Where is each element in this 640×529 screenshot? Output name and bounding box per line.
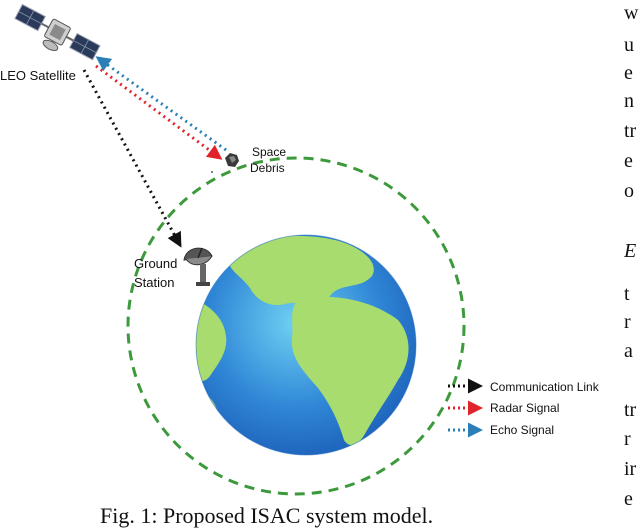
body-fragment: tr	[624, 120, 637, 142]
earth-globe	[195, 234, 417, 456]
body-text-column: w u e n tr e o E t r a tr r ir e	[624, 0, 640, 519]
satellite-icon	[14, 3, 101, 61]
body-fragment: r	[624, 311, 631, 333]
body-fragment: a	[624, 340, 633, 362]
ground-label-line1: Ground	[134, 256, 177, 271]
body-fragment: E	[624, 240, 637, 262]
legend-comm-label: Communication Link	[490, 380, 600, 394]
echo-signal	[95, 56, 227, 152]
legend-radar-label: Radar Signal	[490, 401, 559, 415]
communication-link	[82, 69, 182, 248]
body-fragment: tr	[624, 399, 637, 421]
radar-signal	[95, 64, 223, 160]
legend: Communication Link Radar Signal Echo Sig…	[448, 378, 600, 438]
figure-caption: Fig. 1: Proposed ISAC system model.	[100, 503, 434, 528]
body-fragment: r	[624, 428, 631, 450]
satellite-label: LEO Satellite	[0, 68, 76, 83]
body-fragment: ir	[624, 458, 637, 480]
body-fragment: e	[624, 488, 633, 510]
ground-label-line2: Station	[134, 275, 174, 290]
body-fragment: w	[624, 2, 639, 24]
body-fragment: o	[624, 180, 634, 202]
debris-label-line1: Space	[252, 145, 286, 159]
orbit-ring	[126, 156, 466, 496]
body-fragment: e	[624, 150, 633, 172]
body-fragment: n	[624, 90, 634, 112]
body-fragment: u	[624, 34, 634, 56]
body-fragment: t	[624, 283, 630, 305]
debris-label-line2: Debris	[250, 161, 285, 175]
ground-station-icon	[183, 247, 213, 286]
body-fragment: e	[624, 62, 633, 84]
legend-echo-label: Echo Signal	[490, 423, 554, 437]
space-debris-icon	[211, 153, 239, 173]
